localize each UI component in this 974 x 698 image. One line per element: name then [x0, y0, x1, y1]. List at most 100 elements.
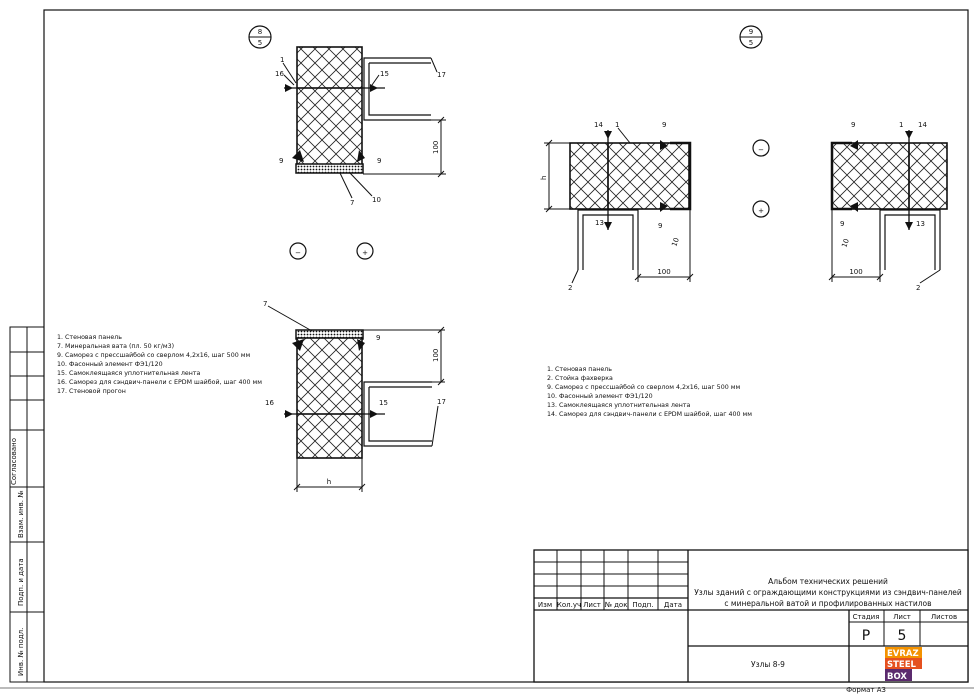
- sign-plus-left: +: [356, 242, 374, 260]
- sign-plus-right: +: [752, 200, 770, 218]
- legend-left: 1. Стеновая панель 7. Минеральная вата (…: [57, 334, 262, 395]
- legend-left-item: 10. Фасонный элемент ФЭ1/120: [57, 360, 163, 368]
- logo-line-2: STEEL: [887, 660, 917, 670]
- node-8-number: 8: [258, 28, 262, 36]
- sandwich-panel-9a: [569, 142, 690, 210]
- dim-h-b: h: [540, 176, 548, 180]
- tb-title-2: Узлы зданий с ограждающими конструкциями…: [694, 588, 962, 597]
- side-stamp: Согласовано Взам. инв. № Подп. и дата Ин…: [9, 326, 45, 683]
- svg-text:+: +: [362, 249, 368, 257]
- tb-col-izm: Изм: [538, 601, 552, 609]
- tb-title-3: с минеральной ватой и профилированных на…: [724, 599, 931, 608]
- legend-left-item: 7. Минеральная вата (пл. 50 кг/м3): [57, 343, 174, 350]
- tb-title-1: Альбом технических решений: [768, 577, 888, 586]
- post-9b: [879, 209, 941, 270]
- logo-line-1: EVRAZ: [887, 649, 919, 659]
- legend-left-item: 17. Стеновой прогон: [57, 387, 126, 395]
- legend-right: 1. Стеновая панель 2. Стойка фахверка 9.…: [547, 366, 752, 418]
- svg-text:−: −: [758, 146, 764, 154]
- callout-10-a: 10: [372, 196, 381, 204]
- sign-minus-left: −: [289, 242, 307, 260]
- node-8-marker: 8 5: [248, 25, 272, 49]
- callout-9-a: 9: [279, 157, 283, 165]
- legend-right-item: 9. Саморез с прессшайбой со сверлом 4,2х…: [547, 383, 740, 391]
- node-9-left-plan: h 100 14 1 9 13 9 10 2: [540, 121, 694, 292]
- legend-right-item: 13. Самоклеящаяся уплотнительная лента: [547, 402, 691, 409]
- legend-left-item: 9. Саморез с прессшайбой со сверлом 4,2х…: [57, 351, 250, 359]
- callout-2-b: 2: [916, 284, 920, 292]
- callout-9-c: 9: [376, 334, 380, 342]
- svg-text:−: −: [295, 249, 301, 257]
- sign-minus-right: −: [752, 139, 770, 157]
- stamp-agreed: Согласовано: [10, 438, 18, 485]
- legend-right-item: 10. Фасонный элемент ФЭ1/120: [547, 392, 653, 400]
- callout-17-b: 17: [437, 398, 446, 406]
- callout-9-f: 9: [851, 121, 855, 129]
- stamp-sign-date: Подп. и дата: [17, 558, 25, 606]
- wall-purlin: [363, 57, 431, 121]
- tb-sheets-label: Листов: [931, 613, 957, 621]
- stamp-inv-orig: Инв. № подл.: [17, 628, 25, 676]
- stamp-inv-replace: Взам. инв. №: [17, 490, 25, 538]
- callout-15-b: 15: [379, 399, 388, 407]
- dim-100-b: 100: [432, 349, 440, 362]
- callout-2-a: 2: [568, 284, 572, 292]
- evraz-steel-box-logo: EVRAZ STEEL BOX: [885, 647, 922, 682]
- callout-7-b: 7: [263, 300, 267, 308]
- tb-stage-value: Р: [862, 628, 870, 644]
- sandwich-panel-9b: [831, 142, 948, 210]
- callout-1-b: 1: [615, 121, 619, 129]
- format-label: Формат А3: [846, 686, 886, 694]
- node-8-bottom-section: 100 h 7 9 16 15 17: [263, 300, 446, 492]
- sandwich-panel: [296, 46, 363, 168]
- callout-14-b: 14: [918, 121, 927, 129]
- legend-left-item: 15. Самоклеящаяся уплотнительная лента: [57, 370, 201, 377]
- tb-col-doc: № док: [605, 601, 628, 609]
- callout-9-b: 9: [377, 157, 381, 165]
- callout-9-e: 9: [658, 222, 662, 230]
- tb-col-sign: Подп.: [632, 601, 653, 609]
- legend-left-item: 1. Стеновая панель: [57, 334, 122, 341]
- dim-100-c: 100: [657, 268, 670, 276]
- dim-100-d: 100: [849, 268, 862, 276]
- callout-13-b: 13: [916, 220, 925, 228]
- node-9-number: 9: [749, 28, 753, 36]
- legend-right-item: 14. Саморез для сэндвич-панели с EPDM ша…: [547, 410, 752, 418]
- callout-10-c: 10: [840, 238, 851, 249]
- callout-15-a: 15: [380, 70, 389, 78]
- sandwich-panel-bottom: [296, 337, 363, 459]
- callout-1-c: 1: [899, 121, 903, 129]
- legend-right-item: 2. Стойка фахверка: [547, 374, 613, 382]
- tb-sheet-label: Лист: [893, 613, 911, 621]
- node-8-sheet: 5: [258, 39, 262, 47]
- callout-7-a: 7: [350, 199, 354, 207]
- tb-sheet-name: Узлы 8-9: [751, 660, 785, 669]
- callout-9-g: 9: [840, 220, 844, 228]
- tb-col-date: Дата: [664, 601, 682, 609]
- legend-right-item: 1. Стеновая панель: [547, 366, 612, 373]
- callout-16-b: 16: [265, 399, 274, 407]
- callout-1-a: 1: [280, 56, 284, 64]
- callout-13-a: 13: [595, 219, 604, 227]
- title-block: Изм Кол.уч Лист № док Подп. Дата Альбом …: [533, 549, 969, 683]
- tb-sheet-value: 5: [898, 628, 907, 644]
- legend-left-item: 16. Саморез для сэндвич-панели с EPDM ша…: [57, 378, 262, 386]
- callout-14-a: 14: [594, 121, 603, 129]
- node-9-sheet: 5: [749, 39, 753, 47]
- svg-text:+: +: [758, 207, 764, 215]
- dim-100-a: 100: [432, 141, 440, 154]
- logo-line-3: BOX: [887, 672, 907, 682]
- node-9-right-plan: 100 9 1 14 9 13 10 2: [828, 121, 948, 292]
- callout-9-d: 9: [662, 121, 666, 129]
- dim-h-a: h: [327, 478, 331, 486]
- callout-10-b: 10: [670, 237, 681, 248]
- tb-col-list: Лист: [583, 601, 601, 609]
- flashing-element: [295, 163, 364, 174]
- tb-col-kol: Кол.уч: [557, 601, 581, 609]
- node-9-marker: 9 5: [739, 25, 763, 49]
- callout-17-a: 17: [437, 71, 446, 79]
- tb-stage-label: Стадия: [853, 613, 880, 621]
- callout-16-a: 16: [275, 70, 284, 78]
- node-8-top-section: 100 1 16 15 17 9 9 7 10: [275, 46, 446, 207]
